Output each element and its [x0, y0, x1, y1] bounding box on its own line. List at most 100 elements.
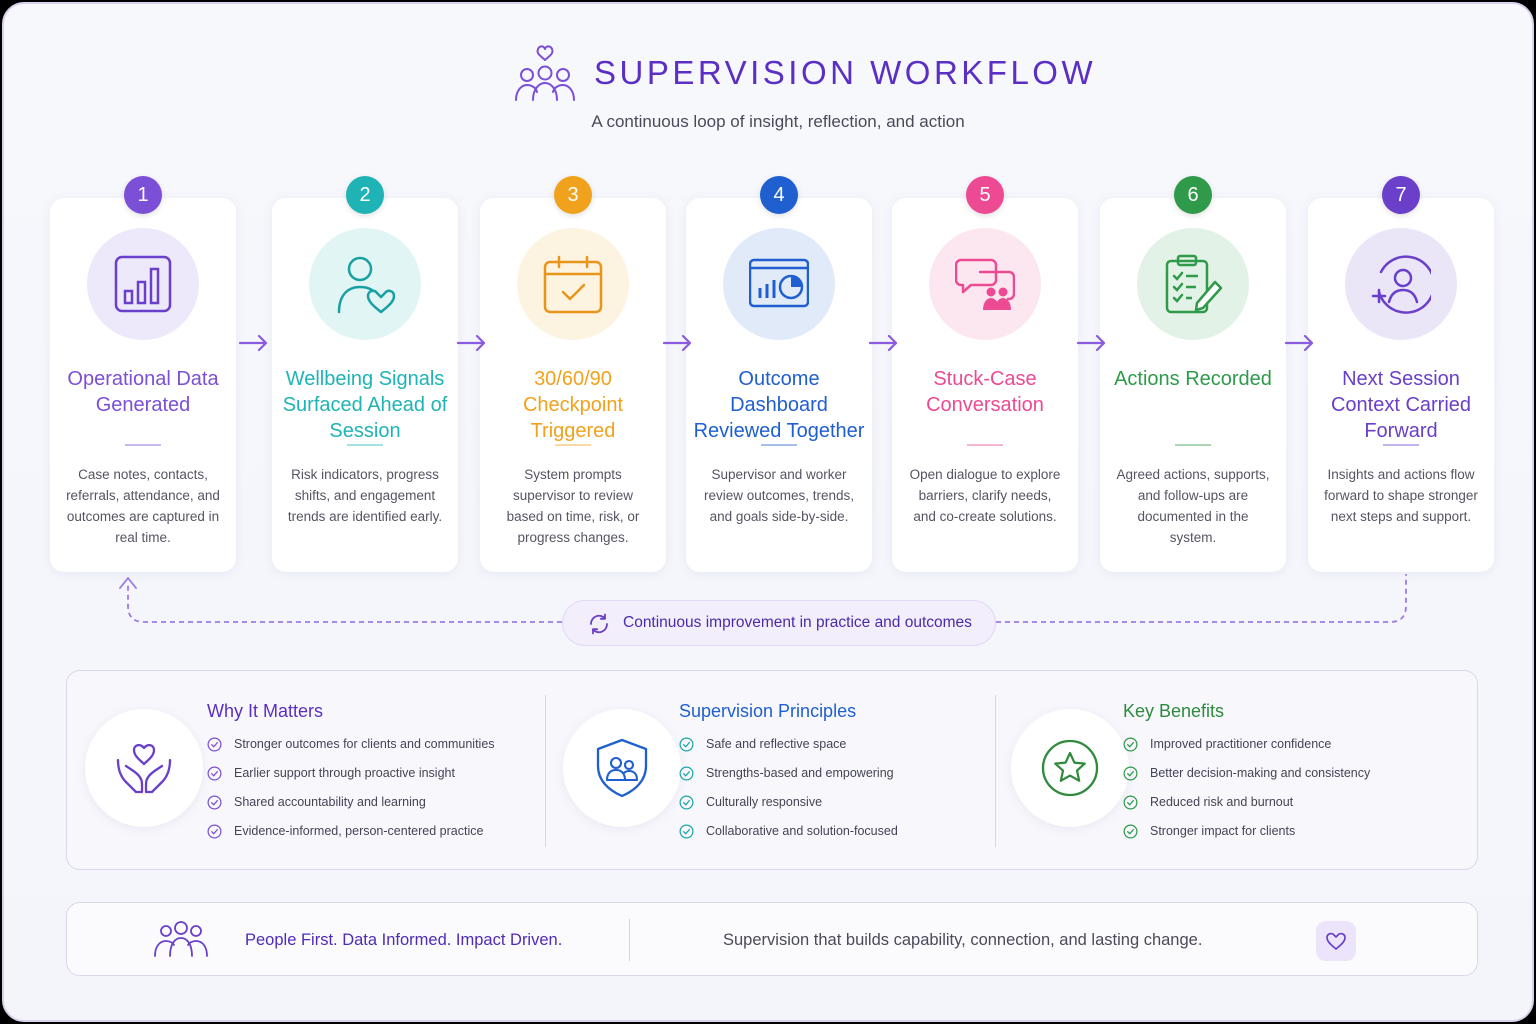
- step-icon-circle: [1137, 228, 1249, 340]
- info-list-item: Better decision-making and consistency: [1123, 766, 1370, 795]
- step-divider: [1175, 444, 1211, 446]
- flow-arrow-icon: [238, 334, 268, 352]
- info-list-item: Safe and reflective space: [679, 737, 898, 766]
- check-circle-icon: [207, 795, 222, 810]
- step-number-badge: 2: [346, 176, 384, 214]
- check-circle-icon: [679, 766, 694, 781]
- page-title: SUPERVISION WORKFLOW: [594, 54, 1097, 91]
- step-card: 3 30/60/90 Checkpoint Triggered System p…: [480, 176, 666, 572]
- dashboard-icon: [749, 258, 809, 308]
- step-description: Agreed actions, supports, and follow-ups…: [1116, 467, 1270, 545]
- step-card: 7 Next Session Context Carried Forward I…: [1308, 176, 1494, 572]
- step-title: 30/60/90 Checkpoint Triggered: [522, 368, 624, 442]
- step-icon-circle: [87, 228, 199, 340]
- info-title: Supervision Principles: [679, 701, 857, 721]
- info-list-item: Stronger outcomes for clients and commun…: [207, 737, 495, 766]
- info-list-item: Shared accountability and learning: [207, 795, 495, 824]
- check-circle-icon: [679, 795, 694, 810]
- bar-chart-icon: [114, 255, 172, 313]
- info-list-item: Collaborative and solution-focused: [679, 824, 898, 853]
- step-divider: [967, 444, 1003, 446]
- info-panel: Why It Matters Stronger outcomes for cli…: [66, 670, 1478, 870]
- step-card: 4 Outcome Dashboard Reviewed Together Su…: [686, 176, 872, 572]
- step-title: Outcome Dashboard Reviewed Together: [693, 368, 865, 442]
- check-circle-icon: [207, 824, 222, 839]
- flow-arrow-icon: [456, 334, 486, 352]
- page-subtitle: A continuous loop of insight, reflection…: [591, 112, 965, 131]
- flow-arrow-icon: [868, 334, 898, 352]
- step-number-badge: 7: [1382, 176, 1420, 214]
- step-divider: [1383, 444, 1419, 446]
- continuous-improvement-pill: Continuous improvement in practice and o…: [562, 600, 996, 646]
- step-card-background: [1308, 198, 1494, 572]
- step-title: Actions Recorded: [1114, 368, 1272, 390]
- people-group-icon: [154, 921, 208, 957]
- people-heart-logo-icon: [515, 45, 575, 101]
- check-circle-icon: [679, 737, 694, 752]
- chat-people-icon: [955, 258, 1015, 310]
- info-title: Why It Matters: [207, 701, 324, 721]
- step-icon-circle: [723, 228, 835, 340]
- header: SUPERVISION WORKFLOW A continuous loop o…: [4, 40, 1532, 140]
- loop-label: Continuous improvement in practice and o…: [623, 614, 972, 631]
- step-divider: [125, 444, 161, 446]
- step-number-badge: 5: [966, 176, 1004, 214]
- info-title: Key Benefits: [1123, 701, 1225, 721]
- step-description: Case notes, contacts, referrals, attenda…: [66, 467, 220, 545]
- step-icon-circle: [929, 228, 1041, 340]
- cycle-arrows-icon: [590, 613, 608, 635]
- check-circle-icon: [1123, 766, 1138, 781]
- step-description: System prompts supervisor to review base…: [506, 467, 640, 545]
- check-circle-icon: [207, 737, 222, 752]
- step-icon-circle: [517, 228, 629, 340]
- info-column-benefits: Key Benefits Improved practitioner confi…: [995, 671, 1479, 871]
- person-add-icon: [1371, 255, 1431, 314]
- step-number-badge: 4: [760, 176, 798, 214]
- step-card-background: [480, 198, 666, 572]
- shield-people-icon: [596, 738, 648, 798]
- step-number-badge: 3: [554, 176, 592, 214]
- step-card: 6 Actions Recorded Agreed actions, suppo…: [1100, 176, 1286, 572]
- clipboard-checklist-icon: [1165, 254, 1223, 314]
- step-title: Next Session Context Carried Forward: [1330, 368, 1472, 442]
- info-column-why: Why It Matters Stronger outcomes for cli…: [67, 671, 545, 871]
- step-card: 1 Operational Data Generated Case notes,…: [50, 176, 236, 572]
- info-list-item: Evidence-informed, person-centered pract…: [207, 824, 495, 853]
- step-divider: [555, 444, 591, 446]
- person-heart-icon: [337, 256, 395, 314]
- info-icon-circle: [1011, 709, 1129, 827]
- step-description: Open dialogue to explore barriers, clari…: [909, 467, 1061, 524]
- info-list: Safe and reflective space Strengths-base…: [679, 737, 898, 853]
- step-title: Stuck-Case Conversation: [926, 368, 1044, 416]
- info-list: Stronger outcomes for clients and commun…: [207, 737, 495, 853]
- check-circle-icon: [1123, 824, 1138, 839]
- step-title: Wellbeing Signals Surfaced Ahead of Sess…: [282, 368, 448, 442]
- info-list-item: Improved practitioner confidence: [1123, 737, 1370, 766]
- step-description: Risk indicators, progress shifts, and en…: [287, 467, 443, 524]
- star-circle-icon: [1041, 739, 1099, 797]
- step-icon-circle: [309, 228, 421, 340]
- step-description: Insights and actions flow forward to sha…: [1324, 467, 1478, 524]
- check-circle-icon: [207, 766, 222, 781]
- footer-divider: [629, 919, 630, 961]
- heart-badge: [1316, 921, 1356, 961]
- footer-tagline: People First. Data Informed. Impact Driv…: [245, 931, 563, 949]
- step-title: Operational Data Generated: [67, 368, 219, 416]
- info-list-item: Culturally responsive: [679, 795, 898, 824]
- step-divider: [761, 444, 797, 446]
- flow-arrow-icon: [1284, 334, 1314, 352]
- step-card: 2 Wellbeing Signals Surfaced Ahead of Se…: [272, 176, 458, 572]
- step-number-badge: 1: [124, 176, 162, 214]
- step-number-badge: 6: [1174, 176, 1212, 214]
- flow-arrow-icon: [1076, 334, 1106, 352]
- check-circle-icon: [1123, 737, 1138, 752]
- info-list-item: Strengths-based and empowering: [679, 766, 898, 795]
- info-icon-circle: [563, 709, 681, 827]
- step-card: 5 Stuck-Case Conversation Open dialogue …: [892, 176, 1078, 572]
- flow-arrow-icon: [662, 334, 692, 352]
- heart-icon: [1326, 932, 1346, 950]
- column-divider: [995, 695, 996, 847]
- footer-statement: Supervision that builds capability, conn…: [723, 931, 1203, 949]
- check-circle-icon: [679, 824, 694, 839]
